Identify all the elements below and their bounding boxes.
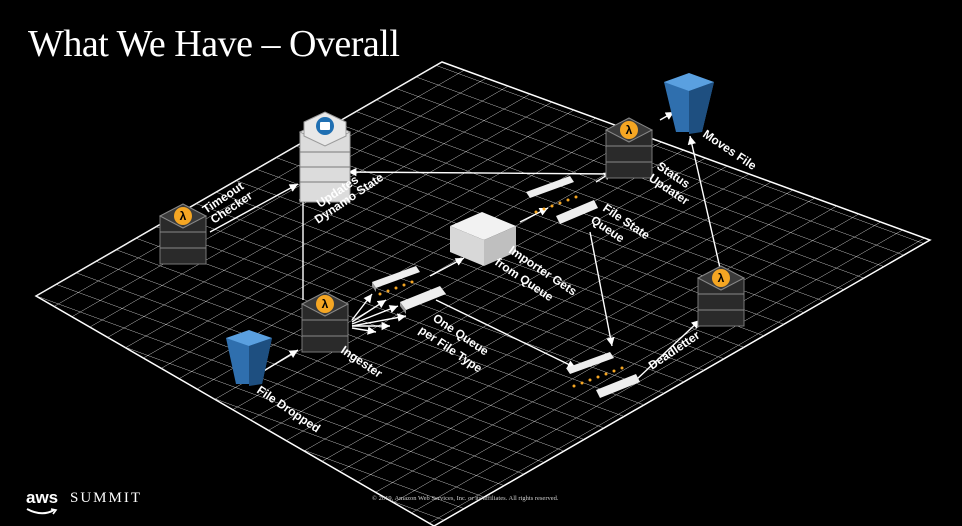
aws-smile-icon <box>26 508 58 515</box>
arrow-ingester-queue5 <box>351 326 377 335</box>
svg-text:λ: λ <box>322 297 329 311</box>
sqs-queue-icon-deadletter <box>566 352 640 398</box>
copyright-notice: © 2019, Amazon Web Services, Inc. or its… <box>372 495 559 502</box>
svg-text:λ: λ <box>626 123 633 137</box>
arrow-ingester-queue3 <box>351 305 399 325</box>
summit-wordmark: SUMMIT <box>70 490 143 506</box>
arrow-file-to-ingester <box>261 349 299 373</box>
sqs-queue-icon-file-type-a <box>372 266 420 296</box>
dynamodb-icon <box>298 111 352 203</box>
lambda-icon-ingester: λ <box>300 291 350 353</box>
lambda-icon-deadletter-handler: λ <box>696 265 746 327</box>
sqs-queue-icon-file-type-b <box>400 286 446 314</box>
arrow-queue-to-importer <box>429 257 465 277</box>
lambda-icon-status-updater: λ <box>604 117 654 179</box>
arrow-status-to-dynamo <box>347 167 613 177</box>
arrow-deadletter-to-lambda <box>635 319 701 381</box>
arrow-filestate-to-deadletter <box>589 231 615 347</box>
sqs-queue-icon-file-state <box>526 176 598 224</box>
arrow-queue-to-deadletter <box>435 299 577 369</box>
importer-compute-icon <box>450 212 516 266</box>
s3-bucket-icon-source <box>226 330 272 386</box>
lambda-icon-timeout-checker: λ <box>158 203 208 265</box>
arrow-ingester-queue2 <box>351 299 387 323</box>
arrow-ingester-queue1 <box>351 293 373 321</box>
svg-text:λ: λ <box>718 271 725 285</box>
connector-arrows <box>209 111 721 381</box>
slide-title: What We Have – Overall <box>28 23 400 65</box>
aws-logo-word: aws <box>26 488 59 507</box>
aws-summit-logo: aws SUMMIT <box>26 488 166 518</box>
arrow-timeout-to-dynamo <box>209 183 299 233</box>
svg-text:λ: λ <box>180 209 187 223</box>
arrow-deadletter-lambda-to-bucket <box>687 135 721 269</box>
arrow-ingester-queue4 <box>351 313 407 327</box>
s3-bucket-icon-destination <box>664 73 714 134</box>
